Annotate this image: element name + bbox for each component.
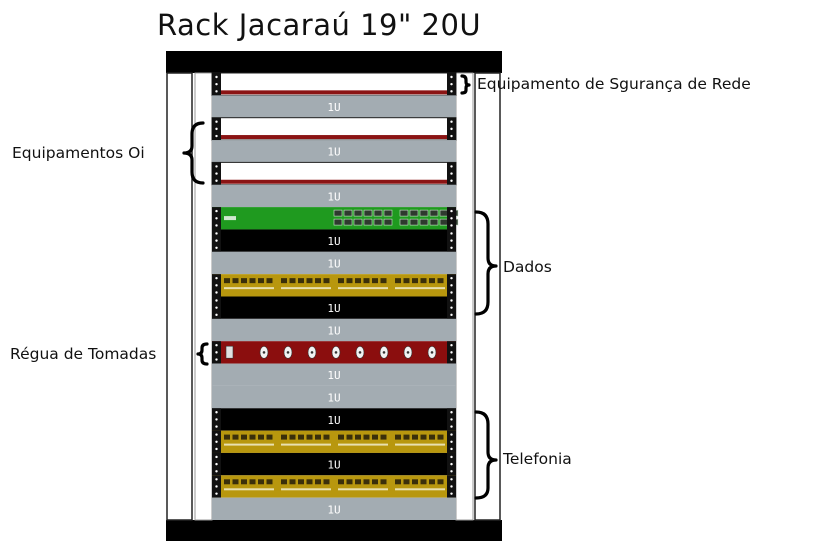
rack-right-rail — [455, 72, 474, 521]
rack-unit-blank-gray: 1U — [212, 251, 456, 275]
rack-unit-blank-gray: 1U — [212, 497, 456, 520]
unit-label: 1U — [327, 369, 340, 382]
rack-title: Rack Jacaraú 19" 20U — [157, 8, 482, 42]
label-oi: Equipamentos Oi — [12, 144, 145, 162]
rack-units: 1U 1U 1U 1U 1U 1U 1U 1U 1U 1U 1U 1U — [211, 72, 459, 520]
label-telefonia: Telefonia — [503, 450, 572, 468]
brace-security — [460, 74, 471, 95]
unit-label: 1U — [327, 146, 340, 159]
unit-label: 1U — [327, 235, 340, 248]
rack-unit-blank-gray: 1U — [212, 95, 456, 118]
rack-unit-blank-gray: 1U — [212, 140, 456, 163]
rack-unit-oi-device — [211, 117, 457, 141]
unit-label: 1U — [327, 101, 340, 114]
rack-unit-patch-panel — [212, 430, 456, 453]
rack-left-post — [166, 72, 193, 521]
unit-label: 1U — [327, 190, 340, 203]
unit-label: 1U — [327, 257, 340, 270]
unit-label: 1U — [327, 459, 340, 472]
rack-unit-blank-black: 1U — [212, 229, 456, 252]
rack-unit-blank-gray: 1U — [212, 184, 456, 208]
brace-oi — [182, 121, 205, 185]
rack-unit-security-device — [211, 72, 457, 96]
rack-bottom-bar — [166, 520, 502, 541]
rack-unit-power-strip — [212, 341, 456, 364]
rack-unit-patch-panel — [212, 475, 456, 498]
rack-unit-blank-gray: 1U — [212, 318, 456, 342]
label-security: Equipamento de Sgurança de Rede — [477, 75, 751, 93]
brace-regua — [196, 342, 209, 366]
label-braces — [182, 74, 498, 500]
rack-unit-blank-gray: 1U — [212, 385, 456, 409]
brace-dados — [474, 210, 498, 316]
rack-top-bar — [166, 51, 502, 73]
label-dados: Dados — [503, 258, 552, 276]
rack-unit-blank-gray: 1U — [212, 363, 456, 386]
rack-unit-blank-black: 1U — [212, 408, 456, 431]
rack-unit-patch-panel — [212, 274, 456, 297]
rack-left-rail — [194, 72, 213, 521]
rack-unit-oi-device — [211, 161, 457, 186]
rack-unit-blank-black: 1U — [212, 452, 456, 476]
label-regua: Régua de Tomadas — [10, 345, 157, 363]
unit-label: 1U — [327, 414, 340, 427]
unit-label: 1U — [327, 325, 340, 338]
rack-unit-blank-black: 1U — [212, 296, 456, 319]
unit-label: 1U — [327, 503, 340, 516]
unit-label: 1U — [327, 392, 340, 405]
unit-label: 1U — [327, 302, 340, 315]
brace-telefonia — [474, 410, 498, 500]
rack-unit-green-switch — [212, 207, 459, 230]
